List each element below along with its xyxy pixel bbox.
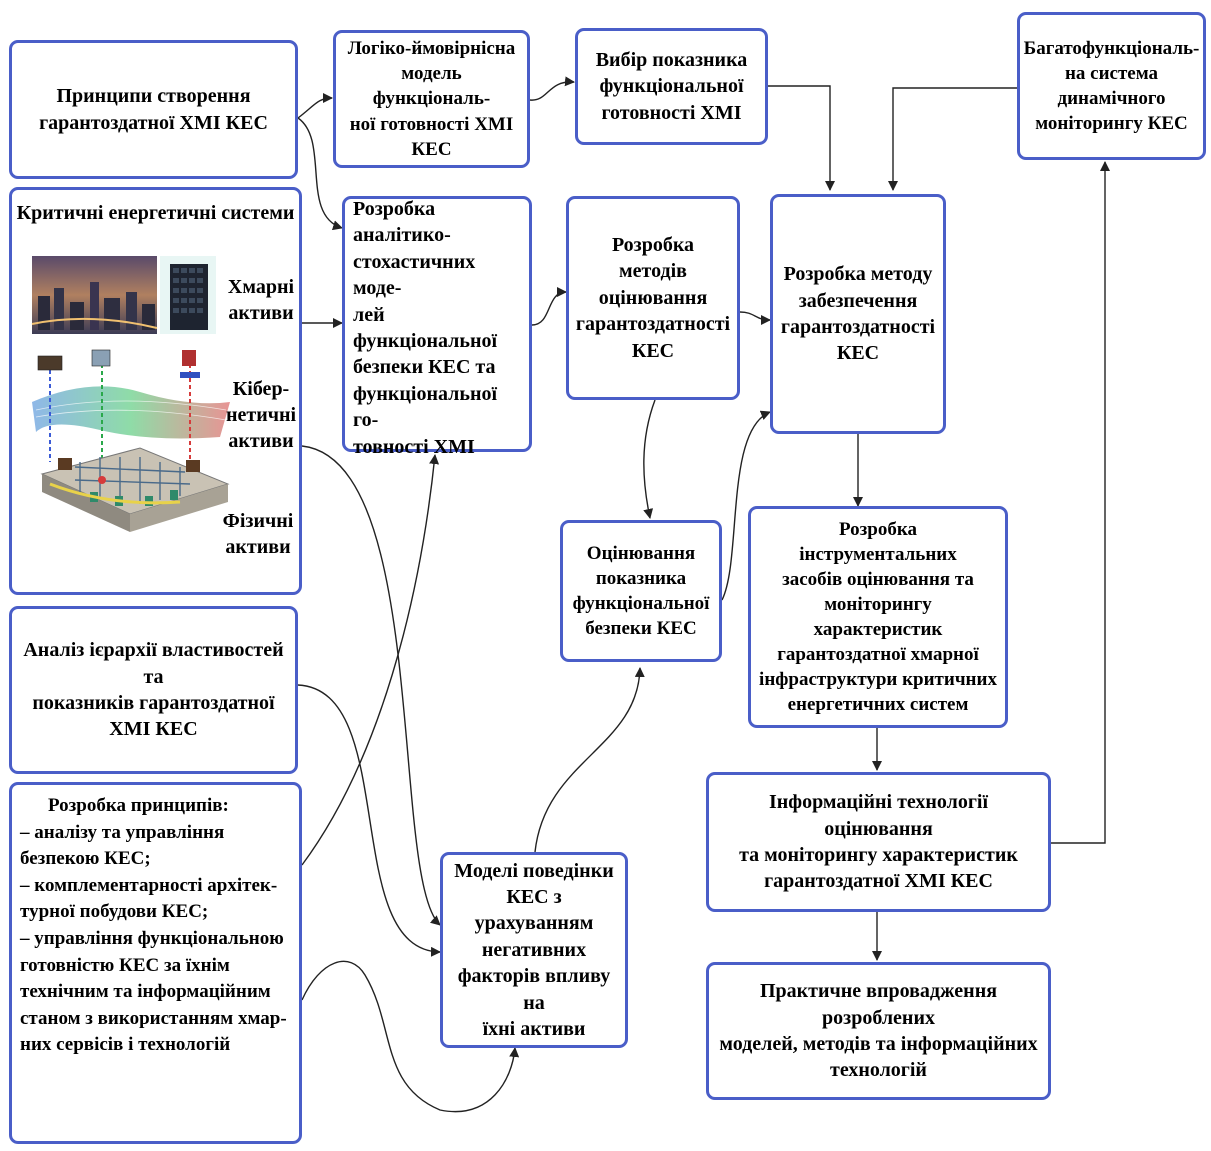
arrow-principles-to-logic bbox=[297, 93, 333, 119]
label-cloud-assets: Хмарні активи bbox=[227, 276, 295, 324]
box-principles-development: Розробка принципів: – аналізу та управлі… bbox=[9, 782, 302, 1144]
box-logic-model: Логіко-ймовірнісна модель функціональ- н… bbox=[333, 30, 530, 168]
arrow-methods-to-safety bbox=[643, 399, 656, 519]
box-safety-evaluation: Оцінювання показника функціональної безп… bbox=[560, 520, 722, 662]
box-multifunction-system: Багатофункціональ- на система динамічног… bbox=[1017, 12, 1206, 160]
box-indicator-choice: Вибір показника функціональної готовност… bbox=[575, 28, 768, 145]
box-practical-implementation: Практичне впровадження розроблених модел… bbox=[706, 962, 1051, 1100]
ces-title: Критичні енергетичні системи bbox=[16, 202, 295, 224]
box-method-assurance: Розробка методу забезпечення гарантоздат… bbox=[770, 194, 946, 434]
box-principles: Принципи створення гарантоздатної ХМІ КЕ… bbox=[9, 40, 298, 179]
arrow-analytic-to-methods bbox=[531, 287, 567, 326]
arrow-multifunction-to-assurance bbox=[888, 87, 1017, 191]
ces-illustration bbox=[31, 256, 230, 532]
box-analytic-models: Розробка аналітико- стохастичних моде- л… bbox=[342, 196, 532, 458]
principles-dev-heading: Розробка принципів: bbox=[48, 795, 229, 816]
box-behavior-models: Моделі поведінки КЕС з урахуванням негат… bbox=[440, 852, 628, 1048]
label-cyber-assets: Кібер- нетичні активи bbox=[226, 378, 297, 452]
arrow-principlesdev-to-behavior bbox=[301, 960, 520, 1113]
arrow-cyber-to-behavior bbox=[301, 445, 441, 926]
arrow-principles-to-analytic bbox=[297, 117, 343, 231]
box-methods-development: Розробка методів оцінювання гарантоздатн… bbox=[566, 196, 740, 400]
box-tools-development: Розробка інструментальних засобів оцінюв… bbox=[748, 506, 1008, 728]
box-information-technologies: Інформаційні технології оцінювання та мо… bbox=[706, 772, 1051, 912]
arrow-safety-to-assurance bbox=[721, 410, 771, 601]
device-icons bbox=[37, 349, 200, 378]
arrow-principlesdev-to-analytic bbox=[301, 454, 440, 866]
arrow-methods-to-assurance bbox=[739, 311, 771, 325]
arrow-infotech-to-multifunction bbox=[1051, 161, 1110, 844]
arrow-hierarchy-to-behavior bbox=[297, 684, 441, 957]
arrow-behavior-to-safety bbox=[534, 667, 645, 853]
arrow-indicator-to-assurance bbox=[768, 85, 835, 191]
arrow-logic-to-indicator bbox=[529, 76, 575, 101]
label-physical-assets: Фізичні активи bbox=[222, 510, 294, 558]
box-critical-energy-systems: Критичні енергетичні системи bbox=[9, 187, 302, 595]
server-rack-photo bbox=[160, 256, 216, 334]
cyber-mesh-layer bbox=[32, 386, 230, 439]
city-photo bbox=[31, 256, 158, 334]
substation-model bbox=[40, 447, 230, 532]
box-hierarchy-analysis: Аналіз ієрархії властивостей та показник… bbox=[9, 606, 298, 774]
